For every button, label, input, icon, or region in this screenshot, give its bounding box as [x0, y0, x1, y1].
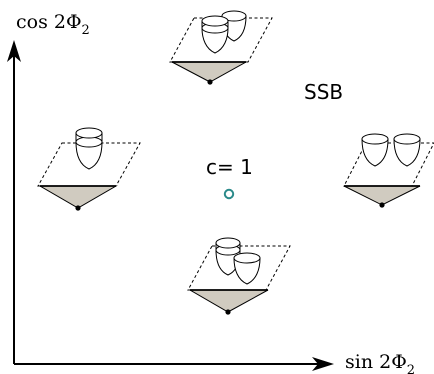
panel-top: [169, 10, 273, 85]
apex-dot: [207, 79, 213, 85]
cup-left: [361, 133, 389, 167]
wedge-plate: [343, 185, 421, 206]
wedge-plate: [38, 185, 118, 209]
y-axis-arrowhead: [7, 40, 21, 62]
x-axis-label: sin 2Φ2: [345, 351, 415, 374]
panel-bottom: [187, 237, 291, 315]
apex-dot: [379, 202, 385, 208]
c-equals-label: c= 1: [206, 155, 253, 179]
parallelogram-plane: [343, 142, 434, 187]
cup-stacked: [75, 127, 103, 170]
apex-dot: [225, 309, 231, 315]
panel-right: [343, 133, 434, 208]
x-axis-arrowhead: [312, 357, 334, 371]
cup-back-stacked: [215, 237, 241, 276]
center-marker: [223, 188, 235, 200]
y-axis-label: cos 2Φ2: [16, 11, 90, 38]
cup-front: [201, 15, 229, 54]
wedge-plate: [188, 289, 269, 313]
panel-left: [37, 127, 141, 211]
cup-right: [393, 133, 421, 167]
apex-dot: [75, 205, 81, 211]
ssb-label: SSB: [304, 80, 343, 104]
axes: [7, 40, 334, 371]
cup-front: [233, 252, 261, 285]
wedge-plate: [171, 61, 248, 83]
